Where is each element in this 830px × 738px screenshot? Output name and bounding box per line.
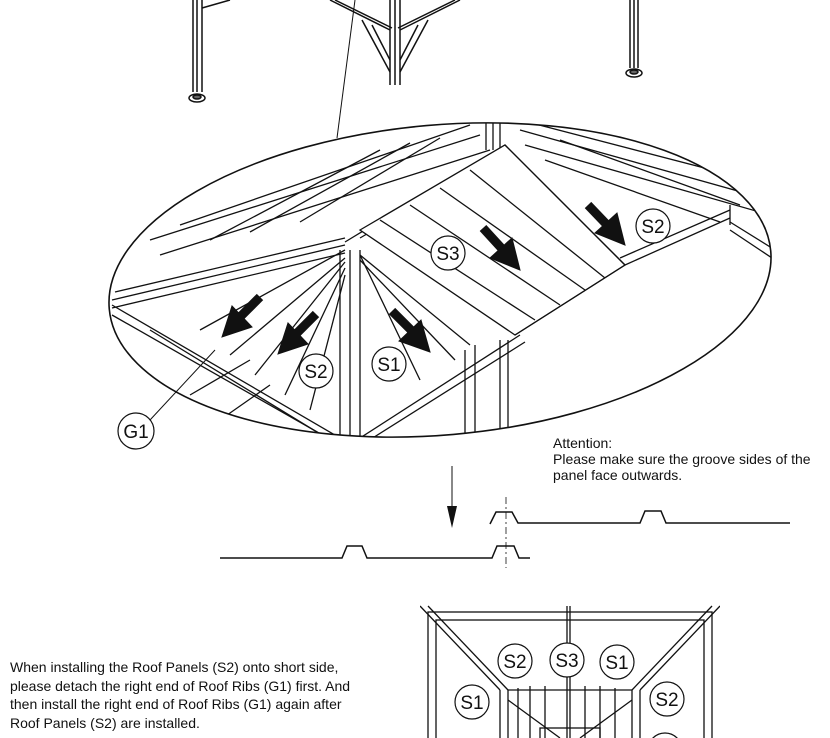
label-g1-text: G1 (123, 422, 148, 443)
arrow-s2-right-icon (584, 201, 626, 246)
plan-label-s1-top-text: S1 (605, 653, 628, 674)
installation-instructions: When installing the Roof Panels (S2) ont… (10, 658, 400, 732)
direction-arrows (221, 201, 626, 355)
attention-title: Attention: (553, 435, 613, 451)
arrow-s3-icon (479, 224, 521, 271)
label-s2-left: S2 (298, 353, 334, 389)
plan-label-s2-top: S2 (497, 643, 533, 679)
panel-groove-profile (220, 466, 790, 568)
plan-label-s2-top-text: S2 (503, 652, 526, 673)
attention-line-1: Please make sure the groove sides of the (553, 451, 811, 467)
instructions-line-2: please detach the right end of Roof Ribs… (10, 677, 351, 694)
gazebo-top-view (188, 0, 643, 139)
arrow-s1-icon (388, 307, 431, 353)
instructions-line-3: then install the right end of Roof Ribs … (10, 696, 342, 712)
label-s1-text: S1 (377, 355, 400, 376)
label-s3-text: S3 (436, 244, 459, 265)
label-s2-right-text: S2 (641, 217, 664, 238)
label-s2-right: S2 (635, 208, 671, 244)
arrow-left-1-icon (221, 293, 264, 338)
plan-label-s2-right: S2 (649, 681, 685, 717)
label-s1: S1 (371, 346, 407, 382)
plan-label-s3-text: S3 (555, 651, 578, 672)
plan-label-s1-left: S1 (454, 684, 490, 720)
label-g1: G1 (117, 349, 216, 450)
roof-plan-view: S2 S3 S1 S1 S2 (420, 605, 720, 738)
label-s3: S3 (430, 235, 466, 271)
instructions-line-1: When installing the Roof Panels (S2) ont… (10, 659, 339, 675)
attention-note: Attention: Please make sure the groove s… (553, 435, 830, 483)
roof-detail-ellipse (108, 112, 776, 447)
label-s2-left-text: S2 (304, 362, 327, 383)
attention-line-2: panel face outwards. (553, 467, 683, 483)
plan-label-s3: S3 (549, 642, 585, 678)
plan-label-s1-left-text: S1 (460, 693, 483, 714)
arrow-left-2-icon (277, 310, 320, 355)
plan-label-s1-top: S1 (599, 644, 635, 680)
instructions-line-4: Roof Panels (S2) are installed. (10, 714, 200, 731)
plan-label-s2-right-text: S2 (655, 690, 678, 711)
